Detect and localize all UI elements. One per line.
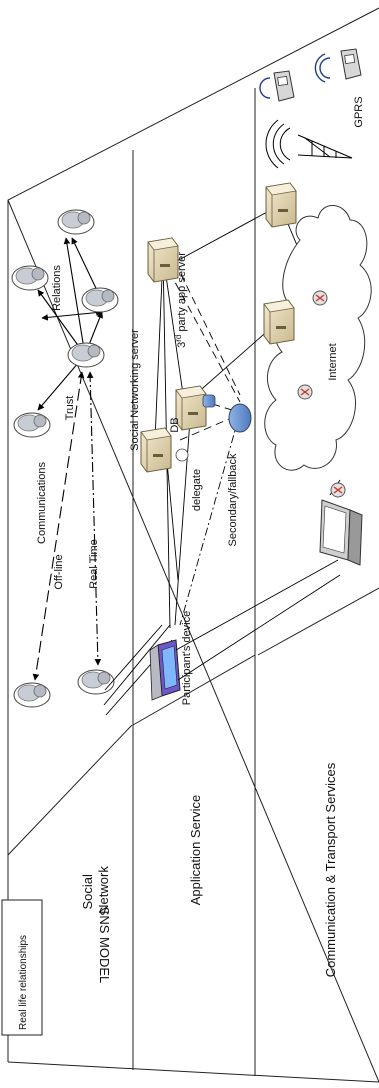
label-relations: Relations (51, 265, 63, 311)
person-icon (11, 265, 49, 291)
person-icon (13, 412, 51, 438)
label-delegate: delegate (191, 469, 203, 511)
internet-cloud-icon (264, 205, 372, 471)
person-icon (67, 342, 105, 368)
layer-social-network: Social Network (80, 866, 111, 914)
person-icon (13, 682, 51, 708)
participant-device-icon (149, 639, 181, 701)
layer-social-network-line1: Social (80, 874, 95, 910)
label-db: DB (169, 417, 181, 432)
label-gprs: GPRS (353, 96, 365, 127)
signal-icon (259, 77, 271, 99)
label-realtime: Real Time (88, 539, 100, 589)
laptop-icon (319, 499, 363, 566)
third-party-server-icon (147, 237, 179, 283)
sn-server-icon (140, 427, 172, 473)
internet-server-icon (263, 299, 295, 345)
person-icon (81, 287, 119, 313)
real-life-relationships-label: Real life relationships (18, 935, 29, 1030)
label-secondary: Secondary/fallback (227, 453, 239, 546)
application-nodes (140, 237, 252, 701)
cell-tower-icon (265, 119, 353, 169)
gprs-phones (259, 48, 362, 102)
db-icon (202, 394, 216, 408)
layer-application-service: Application Service (188, 795, 203, 906)
label-trust: Trust (64, 396, 76, 421)
router-icon (297, 384, 313, 400)
label-sn-server: Social Networking server (129, 329, 141, 451)
mobile-phone-icon (340, 48, 362, 80)
delegate-person-icon (175, 448, 189, 462)
person-icon (57, 209, 95, 235)
fallback-db-icon (228, 403, 252, 433)
label-third-party-server: 3rd party app server (174, 252, 189, 348)
label-offline: Off-line (53, 554, 65, 589)
layer-social-network-line2: Network (96, 866, 111, 914)
label-communications: Communications (36, 462, 48, 544)
signal-icon (314, 53, 331, 83)
label-internet: Internet (327, 343, 339, 380)
sns-model-label: SNS MODEL (97, 907, 112, 984)
social-network-people (11, 209, 119, 708)
label-device: Participant's device (181, 611, 193, 705)
person-icon (77, 669, 115, 695)
gateway-server-icon (265, 182, 297, 228)
mobile-phone-icon (273, 70, 295, 102)
router-icon (312, 290, 328, 306)
real-life-relationships-box: Real life relationships (1, 899, 43, 1036)
layer-communication-transport: Communication & Transport Services (323, 762, 338, 977)
router-icon (330, 482, 346, 498)
